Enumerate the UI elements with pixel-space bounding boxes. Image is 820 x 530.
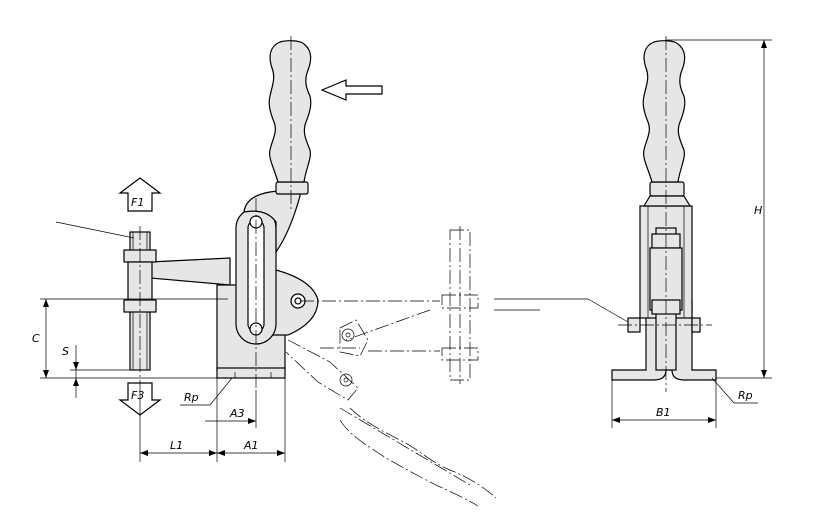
dim-b1-label: B1 — [656, 406, 671, 419]
phantom-spindle — [441, 226, 479, 384]
dim-l1-label: L1 — [170, 439, 183, 452]
dim-s-label: S — [62, 345, 69, 358]
handle-neck — [243, 187, 301, 254]
front-handle-ferrule — [649, 181, 685, 197]
front-handle-grip — [642, 40, 686, 183]
force-up-label: F1 — [131, 196, 144, 209]
dim-a1-label: A1 — [243, 439, 259, 452]
base-foot — [216, 367, 286, 379]
dim-a3-label: A3 — [229, 407, 245, 420]
force-up-arrow — [118, 177, 162, 212]
dim-c-label: C — [32, 332, 40, 345]
dim-rp-left-label: Rp — [184, 391, 199, 404]
front-view: H B1 Rp — [494, 36, 772, 428]
dim-rp-right-label: Rp — [738, 389, 753, 402]
direction-arrow — [320, 79, 383, 101]
force-down-label: F3 — [131, 389, 144, 402]
dim-h-label: H — [754, 204, 762, 217]
handle-grip — [268, 40, 312, 183]
side-view: F1 F3 C S Rp A3 — [32, 36, 497, 507]
open-position-phantom — [285, 300, 497, 507]
handle-ferrule — [275, 181, 309, 195]
clamp-arm — [149, 257, 231, 286]
